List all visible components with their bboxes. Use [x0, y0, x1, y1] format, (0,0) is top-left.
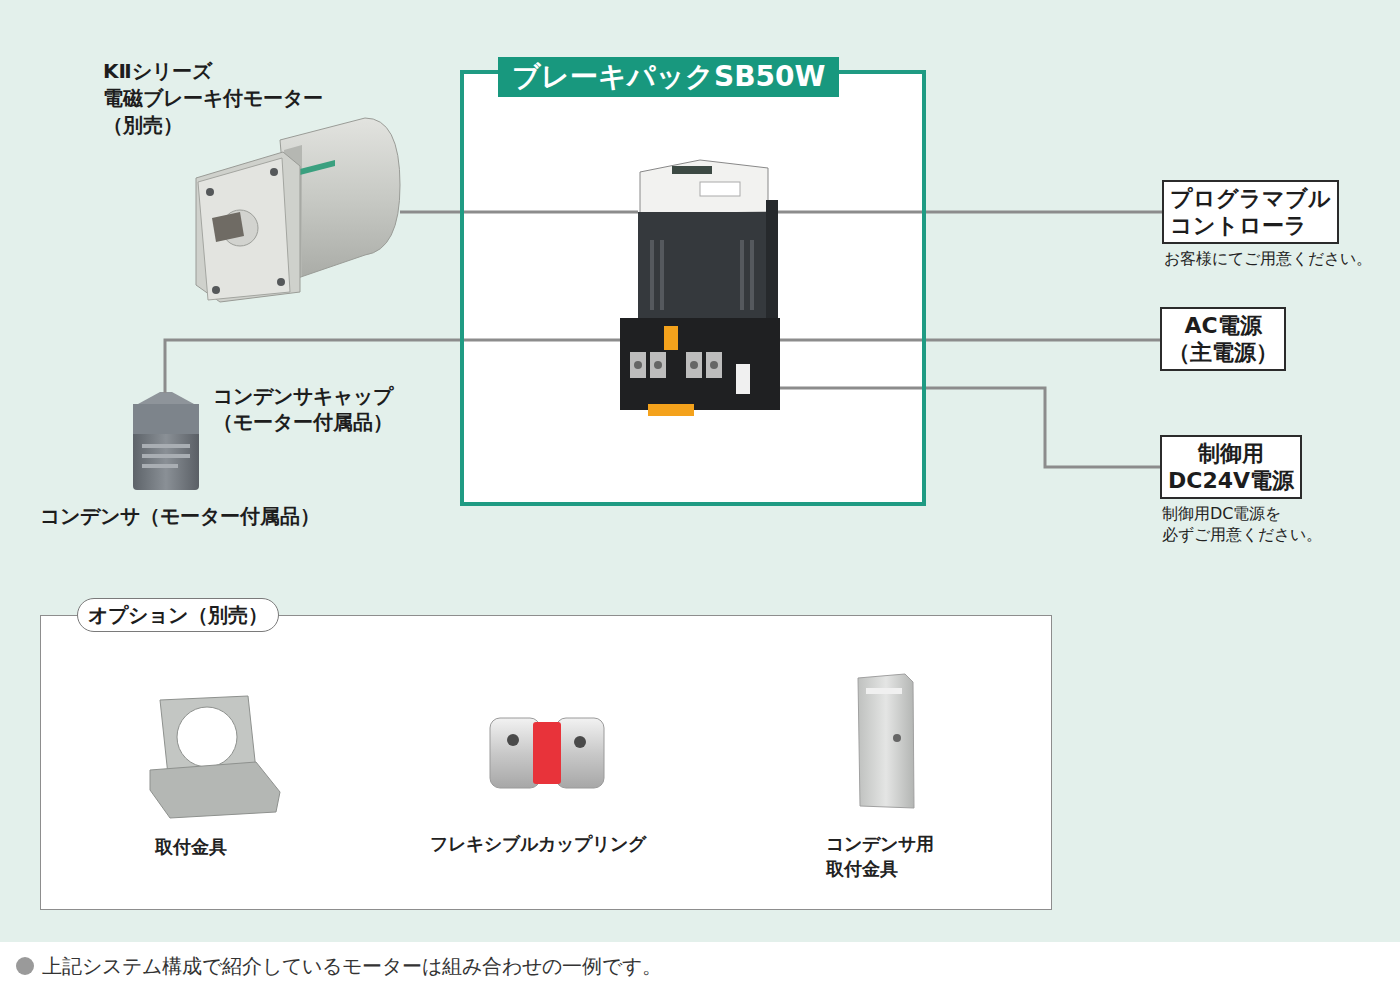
- node-label: プログラマブル コントローラ: [1170, 185, 1331, 239]
- brake-pack-illustration-part: [630, 352, 646, 378]
- coupling-illustration-part: [490, 718, 540, 788]
- inner-wire-part: [780, 387, 924, 390]
- node-label: AC電源 （主電源）: [1168, 312, 1278, 366]
- brake-pack-illustration-part: [654, 361, 662, 369]
- coupling-illustration: [490, 718, 604, 788]
- brake-pack-illustration-part: [672, 166, 712, 174]
- brake-pack-illustration: [620, 160, 780, 416]
- node-label: ブレーキパックSB50W: [498, 57, 839, 97]
- node-note: 制御用DC電源を 必ずご用意ください。: [1162, 503, 1322, 545]
- dc-power-box: 制御用 DC24V電源制御用DC電源を 必ずご用意ください。: [1160, 435, 1302, 499]
- node-label: コンデンサキャップ （モーター付属品）: [213, 383, 393, 435]
- brake-pack-illustration-part: [700, 182, 740, 196]
- frame-fill: [462, 72, 924, 504]
- brake-pack-illustration-part: [620, 318, 780, 410]
- caption-bullet: [16, 957, 34, 975]
- motor-illustration-part: [198, 158, 290, 300]
- brake-pack-illustration-part: [650, 240, 654, 310]
- brake-pack-illustration-part: [664, 326, 678, 350]
- option-label: 取付金具: [155, 834, 227, 859]
- brake-pack-illustration-part: [648, 404, 694, 416]
- capacitor-illustration-part: [133, 404, 199, 434]
- brake-pack-illustration-part: [736, 364, 750, 394]
- motor-illustration-part: [206, 188, 214, 196]
- mounting-bracket-illustration-part: [150, 762, 280, 818]
- capacitor-illustration-part: [142, 454, 190, 458]
- brake-pack-illustration-part: [660, 240, 664, 310]
- option-label: フレキシブルカップリング: [430, 831, 646, 856]
- capacitor-illustration-part: [138, 392, 194, 404]
- inner-wire-part: [778, 211, 924, 214]
- connector-line: [926, 211, 1162, 214]
- brake-pack-illustration-part: [740, 240, 744, 310]
- options-panel: オプション（別売）: [40, 615, 1052, 910]
- brake-pack-illustration-part: [638, 212, 766, 324]
- inner-wire-part: [462, 339, 620, 342]
- coupling-illustration-part: [574, 736, 586, 748]
- motor-illustration-part: [212, 286, 220, 294]
- coupling-illustration-part: [533, 722, 561, 784]
- brake-pack-illustration-part: [766, 200, 778, 322]
- brake-pack-illustration-part: [690, 361, 698, 369]
- capacitor-bracket-illustration-part: [858, 674, 914, 808]
- brake-pack-illustration-part: [640, 160, 768, 214]
- node-label: KⅡシリーズ 電磁ブレーキ付モーター （別売）: [103, 58, 323, 139]
- capacitor-illustration: [133, 392, 199, 490]
- motor-illustration-part: [277, 278, 285, 286]
- motor-illustration-part: [196, 152, 300, 302]
- ac-power-box: AC電源 （主電源）: [1160, 307, 1286, 371]
- inner-wire-part: [462, 211, 638, 214]
- coupling-illustration-part: [507, 734, 519, 746]
- node-note: コンデンサ（モーター付属品）: [40, 503, 320, 529]
- capacitor-bracket-illustration-part: [866, 688, 902, 694]
- motor-figure: KⅡシリーズ 電磁ブレーキ付モーター （別売）: [195, 115, 400, 305]
- node-label: 制御用 DC24V電源: [1168, 440, 1294, 494]
- capacitor-illustration-part: [142, 444, 190, 448]
- inner-wire: [462, 212, 924, 388]
- capacitor-illustration-part: [142, 464, 178, 468]
- option-label: コンデンサ用 取付金具: [826, 831, 934, 881]
- coupling-illustration-part: [556, 718, 604, 788]
- options-fill: [41, 616, 1051, 909]
- plc-box: プログラマブル コントローラお客様にてご用意ください。: [1162, 180, 1339, 244]
- mounting-bracket-illustration: [150, 696, 280, 818]
- connector-line: [926, 388, 1160, 467]
- brake-pack-illustration-part: [686, 352, 702, 378]
- connector-line: [400, 211, 460, 214]
- capacitor-bracket-illustration-part: [893, 734, 901, 742]
- bottom-strip: [0, 942, 1400, 990]
- mounting-bracket-illustration-part: [177, 707, 237, 767]
- capacitor-bracket-illustration: [858, 674, 914, 808]
- node-note: お客様にてご用意ください。: [1164, 248, 1372, 269]
- capacitor-figure: コンデンサキャップ （モーター付属品）コンデンサ（モーター付属品）: [127, 393, 203, 493]
- brake-pack-frame: ブレーキパックSB50W: [460, 70, 926, 506]
- node-label: オプション（別売）: [77, 598, 279, 632]
- inner-wire-part: [780, 339, 924, 342]
- connector-line: [926, 339, 1160, 342]
- motor-illustration: [196, 118, 400, 302]
- brake-pack-illustration-part: [634, 361, 642, 369]
- motor-illustration-part: [296, 160, 335, 176]
- brake-pack-illustration-part: [706, 352, 722, 378]
- brake-pack-illustration-part: [750, 240, 754, 310]
- brake-pack-illustration-part: [650, 352, 666, 378]
- brake-pack-illustration-part: [710, 361, 718, 369]
- motor-illustration-part: [212, 212, 244, 242]
- capacitor-illustration-part: [133, 404, 199, 490]
- motor-illustration-part: [270, 168, 278, 176]
- caption-text: 上記システム構成で紹介しているモーターは組み合わせの一例です。: [42, 953, 662, 979]
